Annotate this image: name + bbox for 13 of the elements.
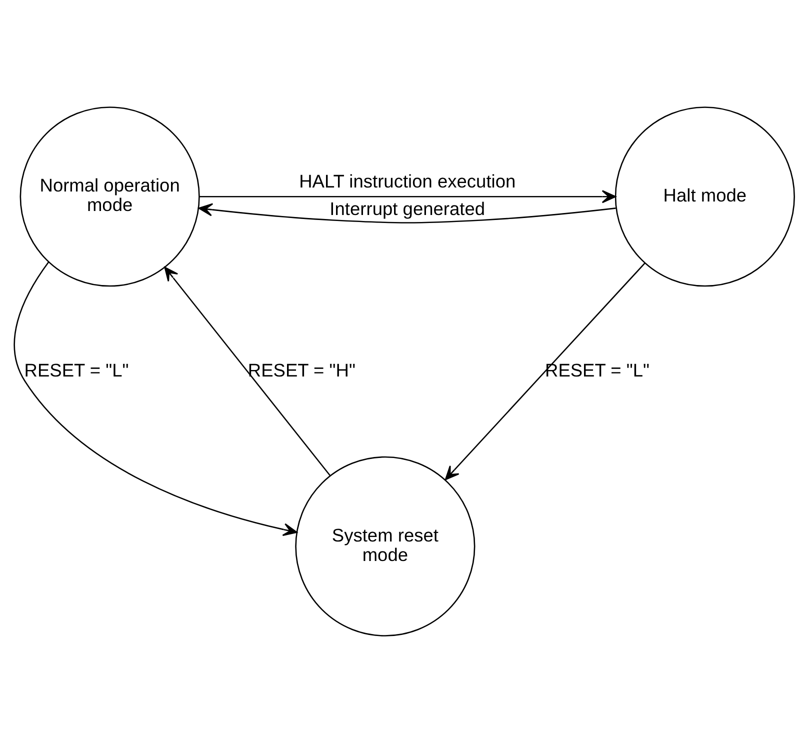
arrow — [14, 262, 298, 536]
edge-label: HALT instruction execution — [299, 170, 516, 192]
edge-label: RESET = "L" — [24, 359, 129, 380]
edge-label: RESET = "H" — [248, 359, 356, 380]
arrow — [164, 266, 331, 476]
edge-label: RESET = "L" — [545, 359, 650, 380]
node-circle: Halt mode — [614, 106, 795, 287]
node-circle: Normal operation mode — [20, 106, 200, 287]
arrow — [200, 190, 616, 204]
arrow — [198, 203, 616, 224]
edge-label: Interrupt generated — [330, 198, 486, 220]
node-circle: System reset mode — [295, 456, 476, 636]
arrow — [444, 262, 646, 480]
